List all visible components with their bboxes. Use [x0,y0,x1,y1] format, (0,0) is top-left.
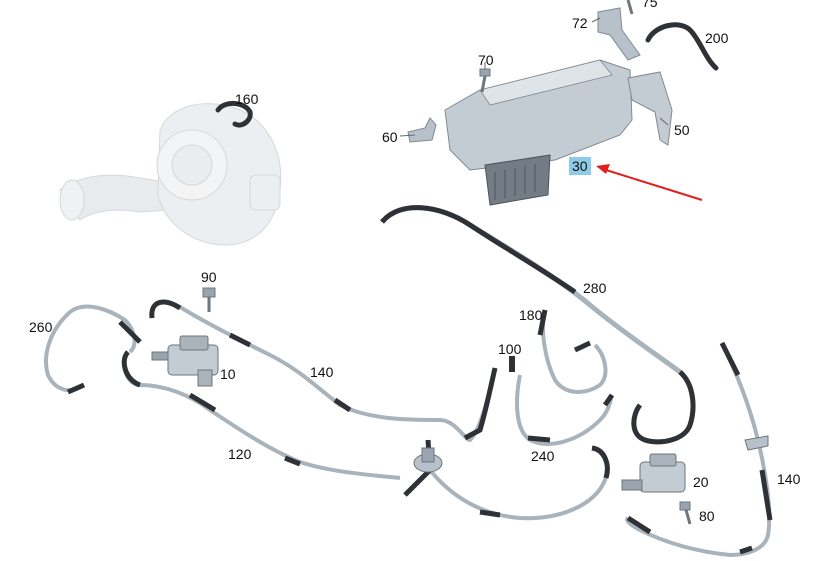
water-pump-ghost [59,103,282,246]
callout-260: 260 [29,319,53,335]
pointer-arrow [596,164,703,201]
part-72-bracket [597,7,641,61]
callout-70: 70 [478,52,494,68]
callout-220: 200 [705,30,729,46]
callout-160: 160 [235,91,259,107]
part-60-clip [407,117,437,143]
part-50-bracket [627,71,673,146]
callout-200: 180 [519,307,543,323]
callout-80: 80 [699,508,715,524]
callout-240: 240 [531,448,555,464]
callout-120: 120 [228,446,252,462]
callout-20: 20 [693,474,709,490]
hose-160 [215,101,253,128]
hose-260 [44,304,137,393]
part-10-valve [151,335,219,387]
callout-30: 30 [569,157,591,175]
hose-140-clip [744,435,769,451]
leader-lines [399,17,669,137]
part-80-screw [679,501,692,525]
callout-100: 100 [498,341,522,357]
callout-60: 60 [382,129,398,145]
hose-220 [645,22,719,71]
callout-72: 72 [572,15,588,31]
callout-10: 10 [220,366,236,382]
t-connector [413,447,443,473]
part-75-screw [626,0,634,15]
hose-120 [122,350,401,480]
hose-240 [515,374,614,446]
callout-280: 280 [583,280,607,296]
callout-140: 140 [777,471,801,487]
callout-180: 140 [310,364,334,380]
hose-140 [625,342,772,558]
part-30-housing [444,59,633,206]
hose-280 [380,205,696,445]
callout-75: 75 [642,0,658,10]
part-20-valve [621,453,686,493]
part-90-screw [202,287,216,312]
callout-50: 50 [674,122,690,138]
callout-90: 90 [201,269,217,285]
hose-lower [428,446,609,521]
hose-200 [541,309,608,394]
